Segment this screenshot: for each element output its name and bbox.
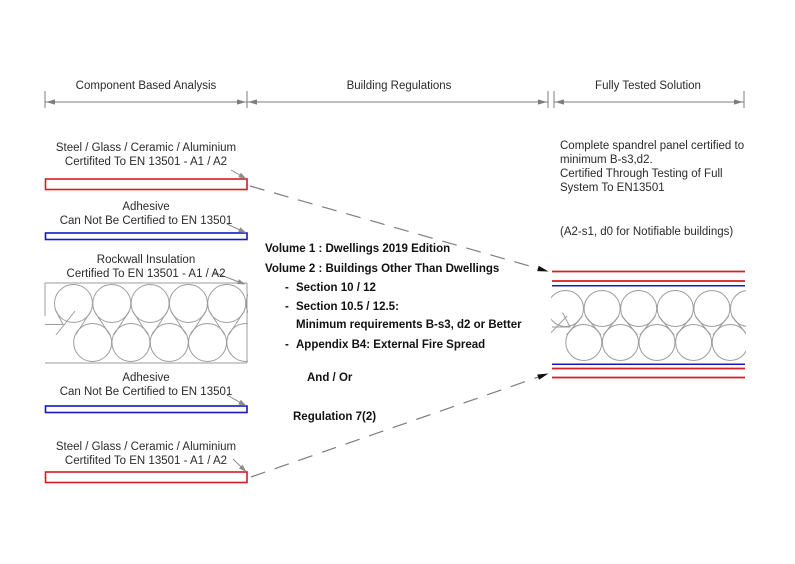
tested-solution-line4: System To EN13501 (560, 182, 665, 194)
dashed-connectors (249, 185, 549, 478)
adhesive-bar-top (44, 232, 248, 241)
bullet-dash: - (285, 339, 289, 351)
tested-panel-right (551, 270, 746, 379)
dimension-lines (44, 91, 745, 108)
volume1-label: Volume 1 (265, 243, 316, 255)
label-adhesive-top-line1: Adhesive (122, 201, 170, 213)
bullet-section-10-12: -Section 10 / 12 (285, 282, 376, 294)
left-panel-layers (44, 178, 248, 484)
label-steel-bottom-line1: Steel / Glass / Ceramic / Aluminium (55, 441, 237, 453)
tested-solution-note: (A2-s1, d0 for Notifiable buildings) (560, 226, 734, 238)
regulation-7-2-text: Regulation 7(2) (293, 411, 377, 423)
bullet-dash: - (285, 301, 289, 313)
tested-solution-line3: Certified Through Testing of Full (560, 168, 723, 180)
label-adhesive-top: Adhesive Can Not Be Certified to EN 1350… (30, 200, 262, 228)
header-fully-tested-solution: Fully Tested Solution (595, 80, 701, 92)
label-adhesive-top-line2: Can Not Be Certified to EN 13501 (59, 215, 233, 227)
insulation-panel-left (44, 282, 248, 364)
volume2-label: Volume 2 (265, 263, 316, 275)
label-adhesive-bottom: Adhesive Can Not Be Certified to EN 1350… (30, 371, 262, 399)
volume2-text: : Buildings Other Than Dwellings (315, 263, 500, 275)
label-insulation-line1: Rockwall Insulation (96, 254, 196, 266)
bullet-dash: - (285, 282, 289, 294)
tested-solution-description: Complete spandrel panel certified to min… (560, 139, 760, 195)
volume1-text: : Dwellings 2019 Edition (315, 243, 451, 255)
bullet-text: Section 10.5 / 12.5: (296, 301, 399, 313)
label-steel-top-line2: Certifited To EN 13501 - A1 / A2 (64, 156, 228, 168)
steel-bar-top (44, 178, 248, 191)
steel-bar-bottom (44, 471, 248, 484)
adhesive-bar-bottom (44, 405, 248, 414)
label-adhesive-bottom-line2: Can Not Be Certified to EN 13501 (59, 386, 233, 398)
bullet-text: Section 10 / 12 (296, 282, 376, 294)
label-adhesive-bottom-line1: Adhesive (122, 372, 170, 384)
header-component-based-analysis: Component Based Analysis (75, 80, 217, 92)
bullet-minimum-requirements: Minimum requirements B-s3, d2 or Better (285, 319, 522, 331)
bullet-section-105-125: -Section 10.5 / 12.5: (285, 301, 399, 313)
bullet-text: Appendix B4: External Fire Spread (296, 339, 486, 351)
and-or-text: And / Or (307, 372, 353, 384)
label-steel-bottom-line2: Certifited To EN 13501 - A1 / A2 (64, 455, 228, 467)
label-insulation-line2: Certified To EN 13501 - A1 / A2 (66, 268, 226, 280)
label-steel-bottom: Steel / Glass / Ceramic / Aluminium Cert… (30, 440, 262, 468)
label-steel-top: Steel / Glass / Ceramic / Aluminium Cert… (30, 141, 262, 169)
label-leader-arrows (212, 169, 247, 472)
volume2-line: Volume 2 : Buildings Other Than Dwelling… (265, 263, 499, 275)
label-steel-top-line1: Steel / Glass / Ceramic / Aluminium (55, 142, 237, 154)
tested-solution-line2: minimum B-s3,d2. (560, 154, 653, 166)
header-building-regulations: Building Regulations (346, 80, 452, 92)
volume1-line: Volume 1 : Dwellings 2019 Edition (265, 243, 450, 255)
bullet-text: Minimum requirements B-s3, d2 or Better (296, 319, 522, 331)
bullet-appendix-b4: -Appendix B4: External Fire Spread (285, 339, 485, 351)
label-insulation: Rockwall Insulation Certified To EN 1350… (30, 253, 262, 281)
tested-solution-line1: Complete spandrel panel certified to (560, 140, 745, 152)
